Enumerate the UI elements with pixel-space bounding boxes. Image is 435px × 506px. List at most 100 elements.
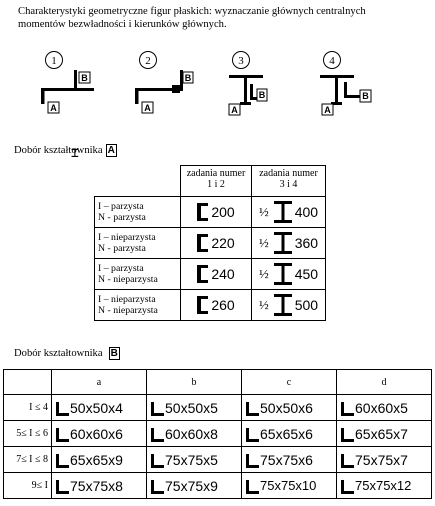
- figure-3-drawing: 3 B A: [228, 51, 268, 116]
- table-b-header-c: c: [241, 369, 337, 395]
- header-line: 1 i 2: [207, 179, 225, 190]
- ibeam-cell: ½ 450: [251, 258, 326, 290]
- row-label: I ≤ 4: [3, 394, 52, 421]
- section-a-box: A: [105, 144, 117, 157]
- figure-label-a: A: [231, 105, 238, 115]
- figure-number: 4: [329, 55, 335, 67]
- angle-section-icon: [151, 479, 164, 494]
- section-b-box: B: [108, 347, 120, 360]
- angle-cell: 65x65x6: [241, 420, 337, 447]
- table-row: I ≤ 4 50x50x4 50x50x5 50x50x6 60x60x5: [3, 394, 432, 421]
- row-label: 7≤ I ≤ 8: [3, 446, 52, 473]
- header-line: zadania numer: [259, 168, 318, 179]
- angle-section-icon: [151, 401, 164, 416]
- angle-cell: 75x75x10: [241, 472, 337, 499]
- table-a-corner: [94, 165, 181, 197]
- ibeam-section-icon: [273, 263, 292, 285]
- row-label: 9≤ I: [3, 472, 52, 499]
- table-a: zadania numer 1 i 2 zadania numer 3 i 4 …: [94, 165, 326, 321]
- angle-cell: 75x75x12: [336, 472, 432, 499]
- table-b-corner: [3, 369, 52, 395]
- table-row: 7≤ I ≤ 8 65x65x9 75x75x5 75x75x6 75x75x7: [3, 446, 432, 473]
- angle-section-icon: [56, 479, 69, 494]
- channel-section-icon: [197, 265, 209, 283]
- angle-section-icon: [246, 427, 259, 442]
- table-b-header-row: a b c d: [3, 369, 432, 395]
- figure-label-b: B: [81, 73, 88, 83]
- ibeam-section-icon: [273, 201, 292, 223]
- figure-label-a: A: [144, 103, 151, 113]
- figure-1-drawing: 1 B A: [41, 51, 94, 114]
- title-line-1: Charakterystyki geometryczne figur płask…: [18, 6, 366, 17]
- angle-section-icon: [341, 479, 354, 494]
- angle-section-icon: [246, 453, 259, 468]
- table-b-header-a: a: [51, 369, 147, 395]
- channel-section-icon: [197, 296, 209, 314]
- ibeam-cell: ½ 400: [251, 196, 326, 228]
- figure-2-drawing: 2 B A: [135, 51, 194, 114]
- angle-cell: 65x65x7: [336, 420, 432, 447]
- angle-section-icon: [56, 401, 69, 416]
- figure-4: 4 B A: [318, 50, 380, 120]
- table-b-header-d: d: [336, 369, 432, 395]
- table-b: a b c d I ≤ 4 50x50x4 50x50x5 50x50x6 60…: [3, 369, 432, 499]
- table-b-header-b: b: [146, 369, 242, 395]
- ibeam-section-icon: [273, 294, 292, 316]
- figure-number: 2: [145, 55, 151, 67]
- angle-cell: 60x60x8: [146, 420, 242, 447]
- ibeam-cell: ½ 360: [251, 227, 326, 259]
- angle-cell: 65x65x9: [51, 446, 147, 473]
- title-line-2: momentów bezwładności i kierunków główny…: [18, 19, 227, 30]
- channel-cell: 260: [180, 289, 252, 321]
- figure-4-drawing: 4 B A: [320, 51, 372, 116]
- row-label: 5≤ I ≤ 6: [3, 420, 52, 447]
- table-a-header-row: zadania numer 1 i 2 zadania numer 3 i 4: [94, 165, 326, 197]
- ibeam-cell: ½ 500: [251, 289, 326, 321]
- angle-cell: 50x50x4: [51, 394, 147, 421]
- header-line: zadania numer: [186, 168, 246, 179]
- angle-section-icon: [246, 401, 259, 416]
- channel-section-icon: [197, 234, 209, 252]
- figure-number: 3: [238, 55, 244, 67]
- section-a-text: Dobór kształtownika: [14, 145, 103, 156]
- angle-section-icon: [56, 453, 69, 468]
- table-row: 5≤ I ≤ 6 60x60x6 60x60x8 65x65x6 65x65x7: [3, 420, 432, 447]
- section-b-text: Dobór kształtownika: [14, 348, 103, 359]
- angle-cell: 50x50x6: [241, 394, 337, 421]
- angle-cell: 50x50x5: [146, 394, 242, 421]
- text-cursor-icon: ⌶: [71, 146, 79, 161]
- table-a-header-1: zadania numer 1 i 2: [180, 165, 252, 197]
- table-row: 9≤ I 75x75x8 75x75x9 75x75x10 75x75x12: [3, 472, 432, 499]
- angle-section-icon: [151, 453, 164, 468]
- figure-3: 3 B A: [226, 50, 286, 120]
- figure-label-b: B: [362, 91, 369, 101]
- channel-cell: 200: [180, 196, 252, 228]
- angle-cell: 75x75x7: [336, 446, 432, 473]
- document-title: Charakterystyki geometryczne figur płask…: [18, 5, 418, 31]
- angle-cell: 60x60x5: [336, 394, 432, 421]
- angle-section-icon: [151, 427, 164, 442]
- angle-cell: 75x75x8: [51, 472, 147, 499]
- figure-label-a: A: [324, 105, 331, 115]
- angle-section-icon: [341, 427, 354, 442]
- angle-section-icon: [246, 479, 259, 494]
- angle-section-icon: [341, 401, 354, 416]
- figure-number: 1: [51, 55, 57, 67]
- figure-2: 2 B A: [132, 50, 194, 120]
- figure-label-a: A: [50, 103, 57, 113]
- table-a-header-2: zadania numer 3 i 4: [251, 165, 326, 197]
- angle-section-icon: [341, 453, 354, 468]
- section-b-label: Dobór kształtownika B: [14, 347, 120, 360]
- figure-label-b: B: [185, 73, 192, 83]
- channel-section-icon: [197, 203, 209, 221]
- angle-cell: 60x60x6: [51, 420, 147, 447]
